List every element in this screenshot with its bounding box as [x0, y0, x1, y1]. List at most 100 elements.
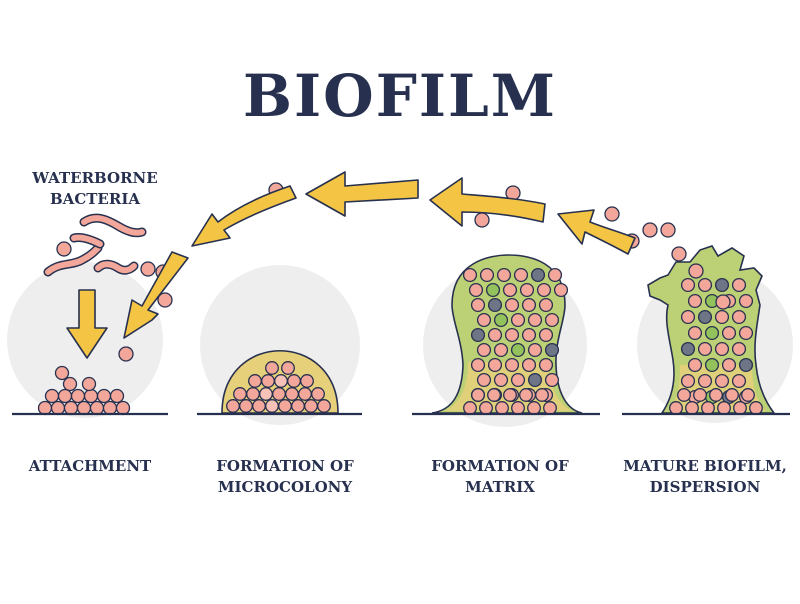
- arrow-descent-icon: [123, 251, 189, 339]
- bacterium-cell: [503, 388, 517, 402]
- bacterium-cell: [521, 327, 537, 343]
- bacterium-cell: [118, 346, 134, 362]
- bacterium-cell: [680, 309, 696, 325]
- bacterium-cell: [287, 374, 301, 388]
- bacterium-cell: [487, 297, 503, 313]
- bacterium-cell: [81, 376, 97, 392]
- bacterium-cell: [519, 282, 535, 298]
- arrow-down-icon: [66, 289, 108, 359]
- stage-label-microcolony: FORMATION OF MICROCOLONY: [195, 456, 375, 498]
- bacterium-cell: [54, 365, 70, 381]
- bacterium-cell: [470, 297, 486, 313]
- dispersing-cell: [715, 294, 731, 310]
- stage-label-line: MATRIX: [465, 478, 535, 496]
- bacterium-cell: [468, 282, 484, 298]
- bacterium-cell: [527, 312, 543, 328]
- bacterium-cell: [233, 387, 247, 401]
- bacterium-cell: [544, 372, 560, 388]
- arrow-left-icon: [191, 185, 297, 247]
- bacterium-cell: [704, 357, 720, 373]
- bacterium-cell: [697, 309, 713, 325]
- bacterium-cell: [680, 277, 696, 293]
- stage-label-matrix: FORMATION OF MATRIX: [410, 456, 590, 498]
- bacterium-cell: [544, 312, 560, 328]
- dispersing-cell: [671, 246, 687, 262]
- bacterium-cell: [476, 342, 492, 358]
- bacterium-cell: [504, 297, 520, 313]
- bacterium-cell: [246, 387, 260, 401]
- bacterium-cell: [714, 341, 730, 357]
- bacterium-cell: [311, 387, 325, 401]
- bacterium-cell: [693, 388, 707, 402]
- bacterium-cell: [697, 341, 713, 357]
- bacterium-cell: [731, 309, 747, 325]
- bacterium-cell: [261, 374, 275, 388]
- bacterium-cell: [717, 401, 731, 415]
- bacterium-cell: [157, 292, 173, 308]
- bacterium-cell: [495, 401, 509, 415]
- bacterium-cell: [62, 376, 78, 392]
- bacterium-cell: [687, 357, 703, 373]
- bacterium-cell: [721, 357, 737, 373]
- bacterium-cell: [102, 400, 118, 416]
- bacterium-cell: [274, 374, 288, 388]
- rod-bacterium: [45, 245, 101, 275]
- bacterium-cell: [714, 277, 730, 293]
- bacterium-cell: [300, 374, 314, 388]
- bacterium-cell: [553, 282, 569, 298]
- bacterium-cell: [731, 277, 747, 293]
- stage-label-line: FORMATION OF: [216, 457, 354, 475]
- rod-bacterium: [71, 234, 103, 247]
- bacterium-cell: [496, 267, 512, 283]
- rod-bacterium: [81, 215, 145, 236]
- bacterium-cell: [479, 401, 493, 415]
- bacterium-cell: [485, 282, 501, 298]
- bacterium-cell: [487, 327, 503, 343]
- rod-bacterium: [95, 261, 137, 274]
- bacterium-cell: [544, 342, 560, 358]
- waterborne-label-line-2: BACTERIA: [50, 190, 140, 208]
- bacterium-cell: [115, 400, 131, 416]
- bacterium-cell: [538, 357, 554, 373]
- bacterium-cell: [57, 388, 73, 404]
- bacterium-cell: [721, 325, 737, 341]
- bacterium-cell: [731, 373, 747, 389]
- stage-label-mature: MATURE BIOFILM, DISPERSION: [610, 456, 800, 498]
- dispersing-cell: [660, 222, 676, 238]
- bacterium-cell: [265, 399, 279, 413]
- bacterium-cell: [109, 388, 125, 404]
- bacterium-cell: [527, 372, 543, 388]
- bacterium-cell: [83, 388, 99, 404]
- bacterium-cell: [680, 341, 696, 357]
- bacterium-cell: [50, 400, 66, 416]
- bacterium-cell: [304, 399, 318, 413]
- bacterium-cell: [510, 342, 526, 358]
- bacterium-cell: [714, 373, 730, 389]
- bacterium-cell: [738, 293, 754, 309]
- bacterium-cell: [37, 400, 53, 416]
- stage-label-line: DISPERSION: [649, 478, 761, 496]
- bacterium-cell: [536, 282, 552, 298]
- bacterium-cell: [547, 267, 563, 283]
- bacterium-cell: [470, 357, 486, 373]
- bacterium-cell: [680, 373, 696, 389]
- bacterium-cell: [697, 277, 713, 293]
- bacterium-cell: [504, 357, 520, 373]
- stage-label-line: MICROCOLONY: [217, 478, 353, 496]
- arrow-left-icon: [557, 209, 636, 255]
- bacterium-cell: [479, 267, 495, 283]
- bacterium-cell: [487, 388, 501, 402]
- bacterium-cell: [677, 388, 691, 402]
- bacterium-cell: [281, 361, 295, 375]
- bacterium-cell: [487, 357, 503, 373]
- stage-label-line: ATTACHMENT: [28, 457, 152, 475]
- dispersing-cell: [688, 263, 704, 279]
- bacterium-cell: [749, 401, 763, 415]
- bacterium-cell: [519, 388, 533, 402]
- bacterium-cell: [493, 372, 509, 388]
- bacterium-cell: [714, 309, 730, 325]
- bacterium-cell: [538, 297, 554, 313]
- bacterium-cell: [272, 387, 286, 401]
- bacterium-cell: [738, 357, 754, 373]
